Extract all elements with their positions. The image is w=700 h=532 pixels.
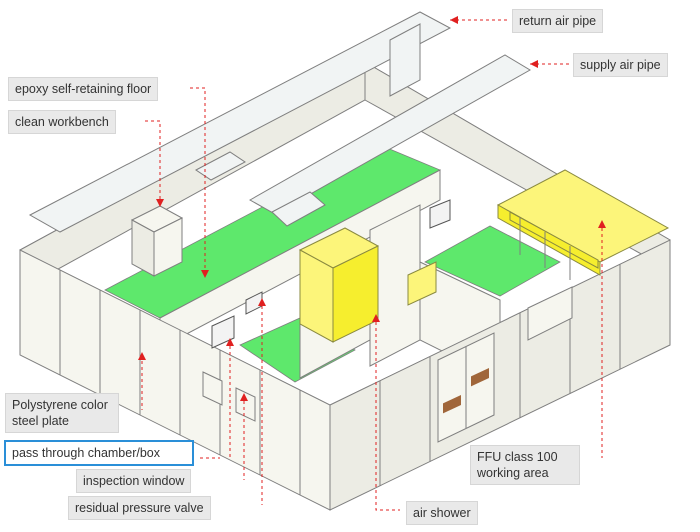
label-epoxy-floor: epoxy self-retaining floor <box>8 77 159 101</box>
label-inspection-window: inspection window <box>76 469 192 493</box>
label-polystyrene-plate: Polystyrene color steel plate <box>5 393 119 433</box>
clean-floor-right-room <box>424 225 561 297</box>
leader-lines <box>141 19 603 511</box>
label-pass-through: pass through chamber/box <box>4 440 194 466</box>
equipment-box-4 <box>407 261 437 306</box>
label-supply-air-pipe: supply air pipe <box>573 53 668 77</box>
label-residual-pressure-valve: residual pressure valve <box>68 496 211 520</box>
leader-arrows <box>138 16 606 401</box>
label-clean-workbench: clean workbench <box>8 110 116 134</box>
label-air-shower: air shower <box>406 501 478 525</box>
label-ffu-area: FFU class 100 working area <box>470 445 580 485</box>
clean-workbench <box>130 205 184 277</box>
pass-box-1 <box>202 371 223 406</box>
ffu-working-area <box>496 169 670 280</box>
pass-box-2 <box>235 387 256 422</box>
return-air-duct <box>28 11 452 233</box>
label-return-air-pipe: return air pipe <box>512 9 604 33</box>
supply-air-duct <box>195 54 531 227</box>
equipment-box-2 <box>211 315 235 349</box>
air-shower <box>298 227 380 343</box>
wall-window <box>527 286 573 341</box>
equipment-box-1 <box>429 199 451 229</box>
double-door <box>437 332 495 443</box>
